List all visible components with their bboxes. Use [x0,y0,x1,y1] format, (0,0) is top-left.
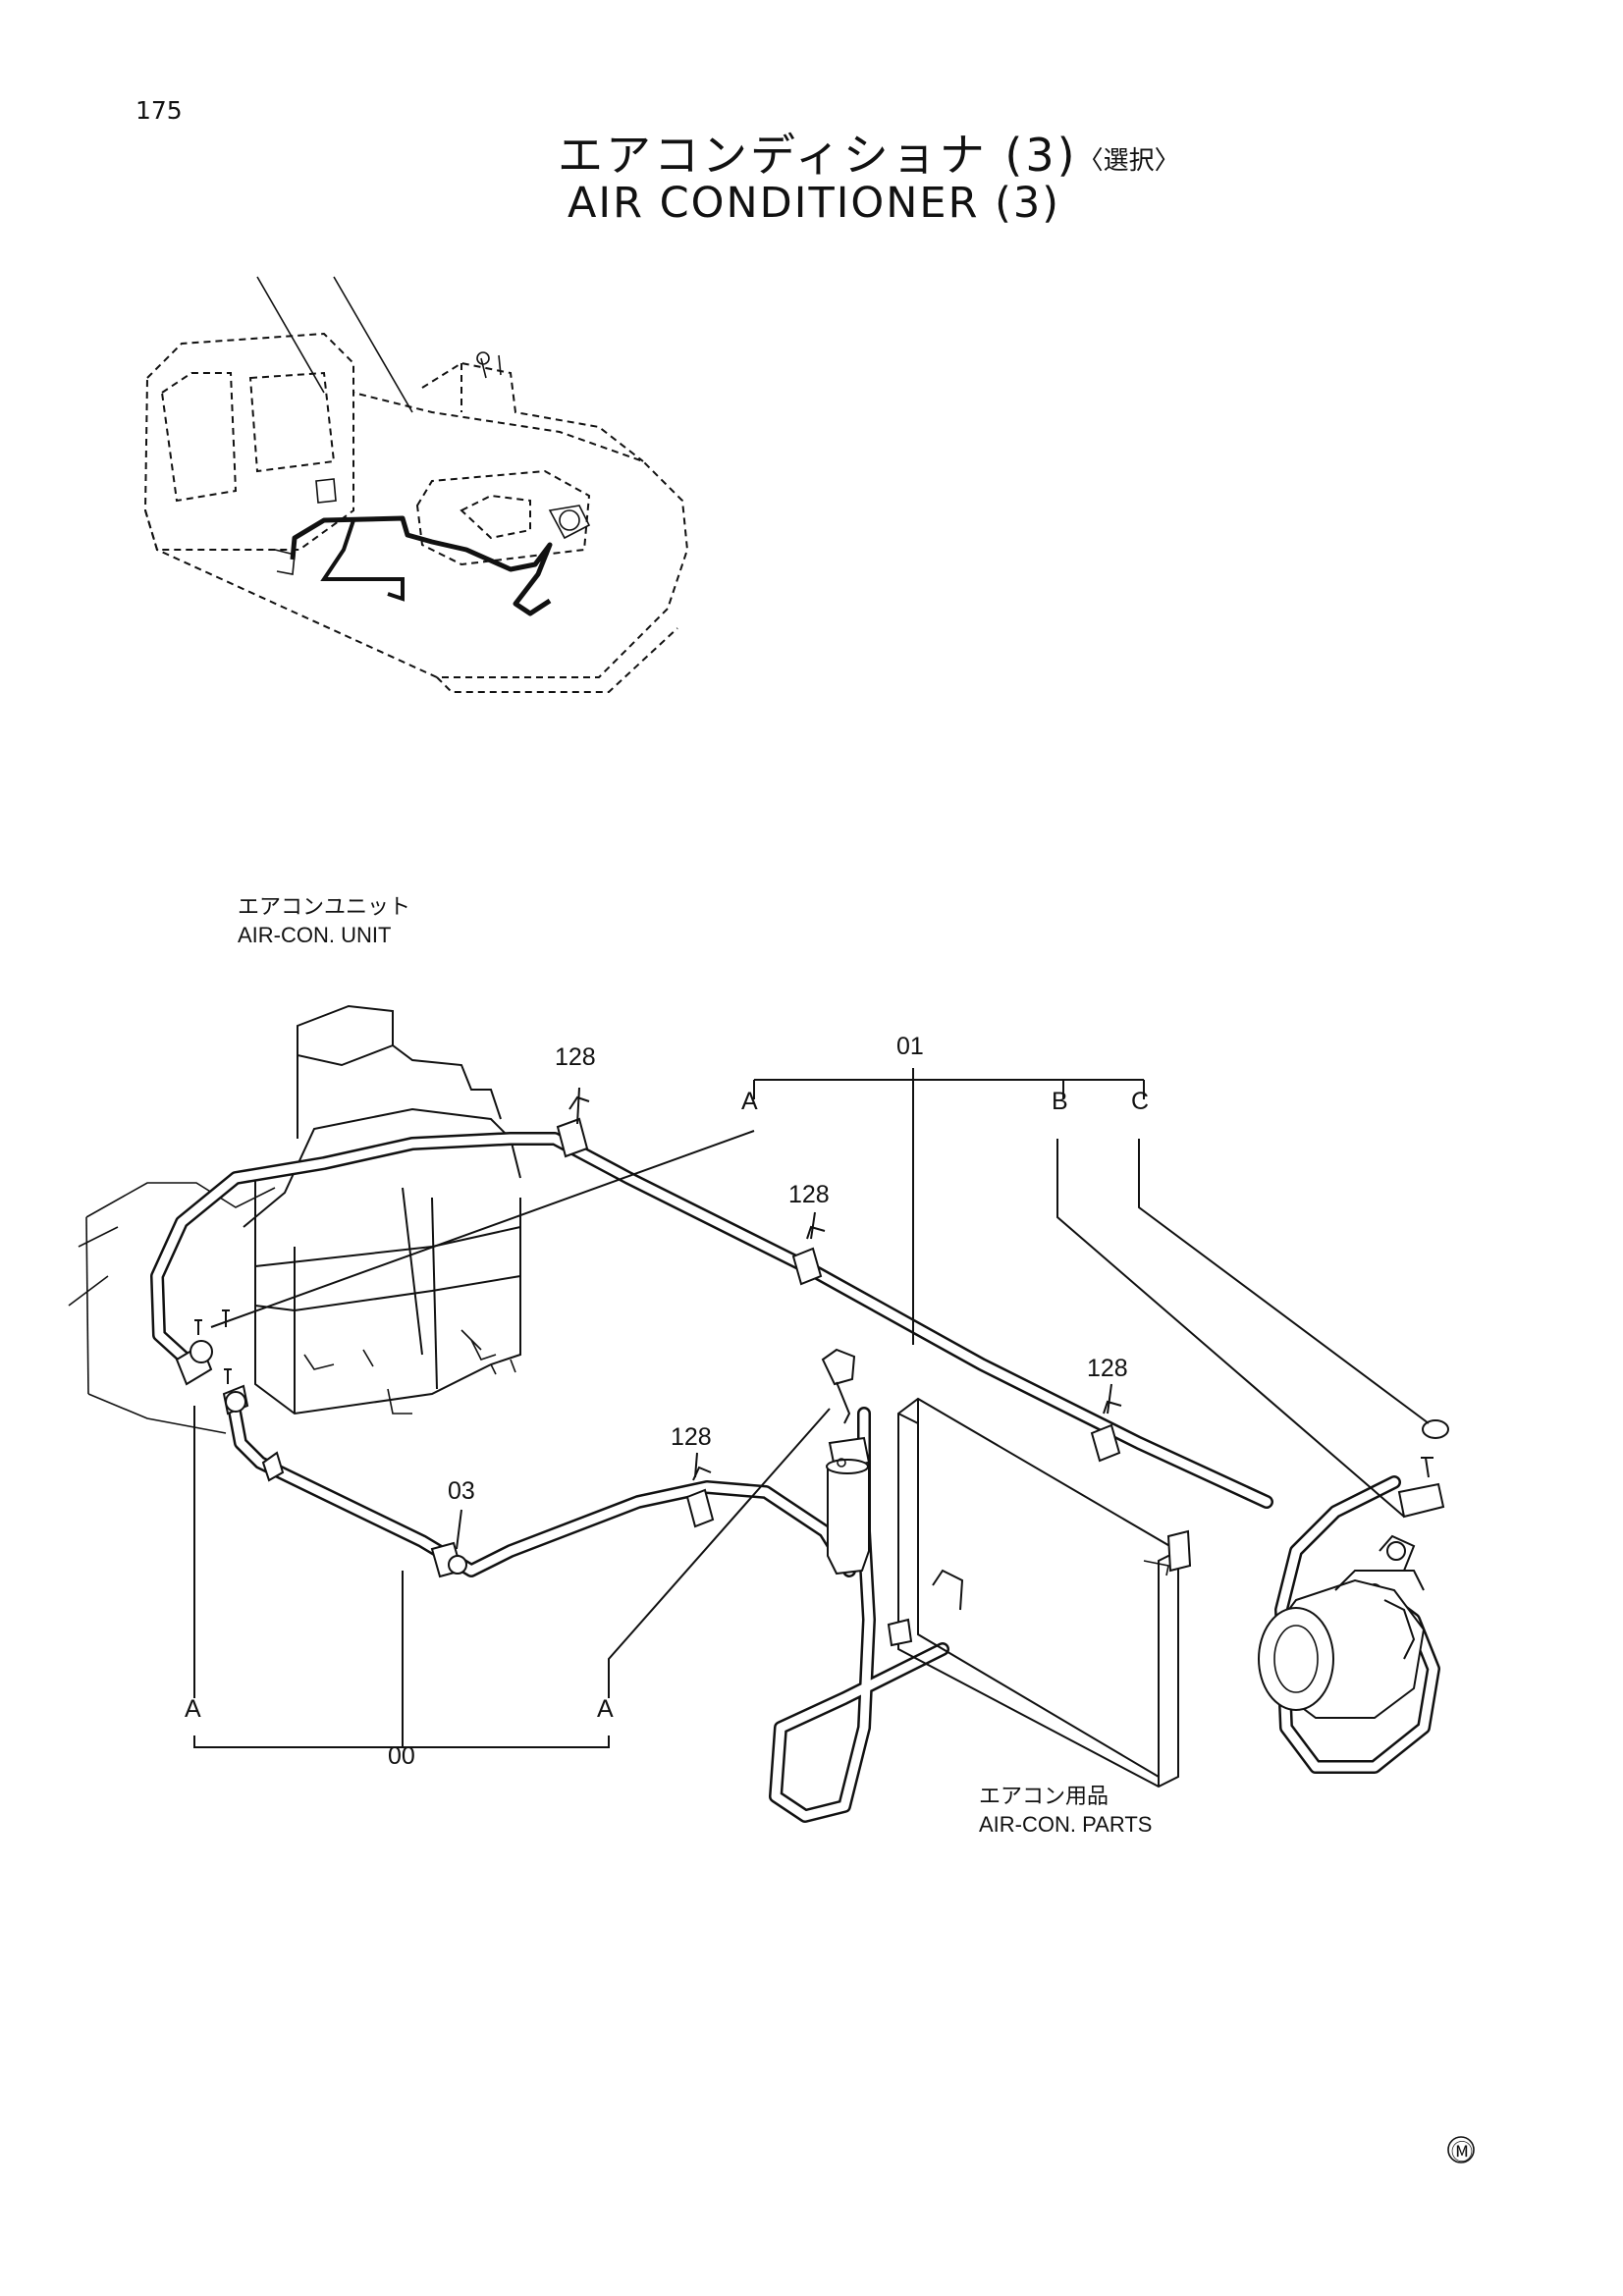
hose-01 [150,1132,1273,1509]
compressor [1258,1419,1449,1719]
callout-128-mid: 128 [788,1181,830,1208]
callout-b-top: B [1052,1088,1068,1115]
excavator-overview-sketch [143,276,689,693]
m-mark: Ⓜ [1451,2141,1474,2165]
aircon-unit-label-ja: エアコンユニット [238,894,411,919]
page-number: 175 [135,96,183,125]
condenser [887,1397,1192,1789]
callout-a-bottom-left: A [185,1695,201,1723]
aircon-unit-label-en: AIR-CON. UNIT [238,923,392,947]
title-ja-suffix: 〈選択〉 [1077,146,1180,176]
callout-00: 00 [388,1742,415,1770]
callout-c-top: C [1131,1088,1150,1115]
callout-128-unit: 128 [555,1043,596,1071]
title-ja-main: エアコンディショナ (3) [558,129,1078,182]
callout-128-right: 128 [1087,1355,1128,1382]
hose-receiver-loop [769,1407,949,1823]
callout-a-top: A [741,1088,758,1115]
aircon-unit-drawing [68,1004,521,1434]
hose-clamps [430,1095,1122,1578]
hose-00 [226,1394,856,1577]
callout-leaders [193,1068,1430,1748]
title-english: AIR CONDITIONER (3) [568,179,1061,228]
aircon-parts-label-en: AIR-CON. PARTS [979,1812,1153,1837]
mark-circle [1447,2136,1475,2163]
receiver-dryer [821,1348,871,1575]
hose-compressor-loop [1274,1475,1440,1774]
callout-03: 03 [448,1477,475,1505]
unit-fittings [175,1309,285,1482]
callout-a-bottom-right: A [597,1695,614,1723]
callout-128-lower: 128 [671,1423,712,1451]
title-japanese: エアコンディショナ (3)〈選択〉 [558,120,1180,185]
aircon-parts-label-ja: エアコン用品 [979,1784,1109,1808]
callout-01: 01 [896,1033,924,1060]
